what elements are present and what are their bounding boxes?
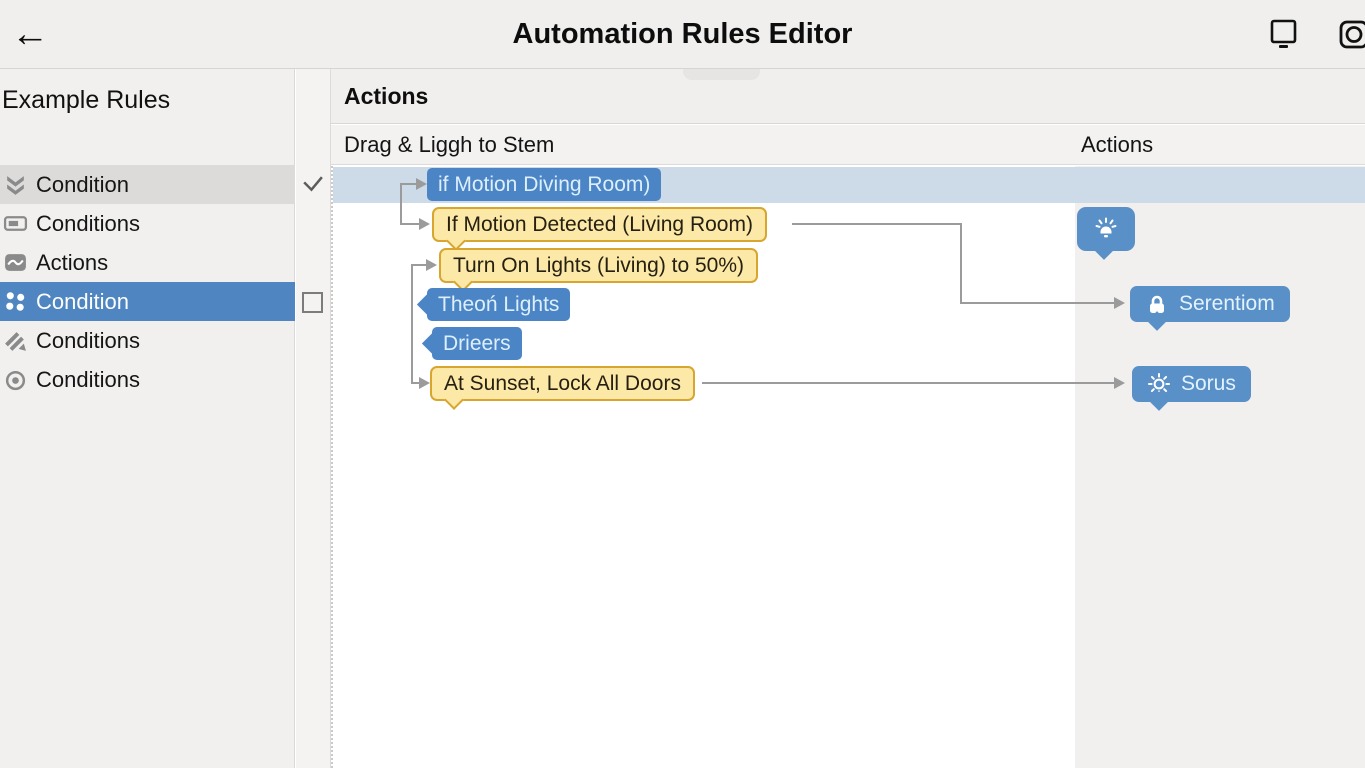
action-node-alarm[interactable] — [1077, 207, 1135, 260]
connector-arrow-icon — [416, 178, 427, 190]
rule-node-label: If Motion Detected (Living Room) — [446, 212, 753, 236]
rule-node-theon-lights[interactable]: Theoń Lights — [416, 288, 571, 321]
actions-section-header: Actions — [331, 69, 1365, 124]
rule-node-if-motion-diving[interactable]: if Motion Diving Room) — [427, 168, 662, 201]
sidebar-item-label: Conditions — [36, 366, 140, 392]
top-bar: ← Automation Rules Editor — [0, 0, 1365, 69]
sidebar-example-rules: Example Rules Condition Co — [0, 69, 295, 768]
sidebar-item-conditions-5[interactable]: Conditions — [0, 321, 295, 360]
sidebar-item-condition-1[interactable]: Condition — [0, 165, 295, 204]
connector-line — [960, 223, 962, 304]
column-header-row: Drag & Liggh to Stem Actions — [331, 125, 1365, 165]
sidebar-item-label: Actions — [36, 249, 109, 275]
connector-line — [400, 183, 416, 185]
connector-arrow-icon — [1114, 297, 1125, 309]
column-header-actions: Actions — [1081, 132, 1154, 157]
column-header-drag: Drag & Liggh to Stem — [344, 132, 555, 157]
connector-line — [411, 382, 419, 384]
connector-line — [960, 302, 1115, 304]
top-bar-actions — [1268, 18, 1365, 52]
connector-arrow-icon — [426, 259, 437, 271]
connector-line — [702, 382, 1114, 384]
connector-arrow-icon — [419, 218, 430, 230]
connector-line — [400, 184, 402, 225]
rule-node-turn-on-lights[interactable]: Turn On Lights (Living) to 50%) — [439, 248, 759, 292]
rule-node-label: Theoń Lights — [438, 292, 560, 316]
rule-node-drieers[interactable]: Drieers — [421, 327, 522, 360]
monitor-icon[interactable] — [1268, 18, 1300, 50]
wave-icon — [3, 250, 28, 275]
rule-node-if-motion-detected[interactable]: If Motion Detected (Living Room) — [432, 207, 767, 251]
alarm-bell-icon — [1094, 217, 1118, 241]
connector-line — [792, 223, 962, 225]
actions-section-title: Actions — [344, 83, 429, 109]
double-chevron-down-icon — [3, 172, 28, 197]
back-button[interactable]: ← — [11, 13, 49, 55]
sidebar-item-actions-3[interactable]: Actions — [0, 243, 295, 282]
category-icon — [3, 289, 28, 314]
rule-node-at-sunset-lock[interactable]: At Sunset, Lock All Doors — [430, 366, 695, 410]
sidebar-item-label: Conditions — [36, 210, 140, 236]
sidebar-indicator-strip — [296, 69, 331, 768]
sidebar-item-condition-4[interactable]: Condition — [0, 282, 295, 321]
sidebar-title: Example Rules — [2, 86, 171, 114]
action-node-label: Sorus — [1181, 372, 1236, 395]
top-notch — [683, 69, 760, 80]
connector-line — [400, 223, 419, 225]
rule-node-label: At Sunset, Lock All Doors — [444, 371, 681, 395]
page-title: Automation Rules Editor — [512, 18, 853, 50]
connector-line — [411, 264, 426, 266]
connector-arrow-icon — [419, 377, 430, 389]
actions-column-background — [1075, 166, 1365, 768]
camera-icon[interactable] — [1338, 18, 1365, 50]
action-node-label: Serentiom — [1179, 292, 1275, 315]
rules-canvas[interactable]: if Motion Diving Room) If Motion Detecte… — [331, 166, 1365, 768]
rule-type-list: Condition Conditions Act — [0, 165, 295, 399]
lock-icon — [1145, 292, 1169, 316]
node-tail — [416, 293, 439, 316]
rule-node-label: Drieers — [443, 331, 511, 355]
action-node-serentiom[interactable]: Serentiom — [1130, 286, 1290, 331]
connector-line — [411, 265, 413, 384]
button-icon — [3, 211, 28, 236]
sidebar-item-conditions-6[interactable]: Conditions — [0, 360, 295, 399]
rule-node-label: Turn On Lights (Living) to 50%) — [453, 253, 745, 277]
diagonal-icon — [3, 328, 28, 353]
connector-arrow-icon — [1114, 377, 1125, 389]
sun-icon — [1147, 372, 1171, 396]
node-tail — [421, 332, 444, 355]
sidebar-item-label: Conditions — [36, 327, 140, 353]
target-icon — [3, 367, 28, 392]
check-icon[interactable] — [300, 172, 325, 197]
sidebar-item-label: Condition — [36, 171, 129, 197]
checkbox[interactable] — [302, 292, 323, 313]
rule-node-label: if Motion Diving Room) — [438, 172, 651, 196]
sidebar-item-conditions-2[interactable]: Conditions — [0, 204, 295, 243]
action-node-sorus[interactable]: Sorus — [1132, 366, 1251, 411]
sidebar-item-label: Condition — [36, 288, 129, 314]
